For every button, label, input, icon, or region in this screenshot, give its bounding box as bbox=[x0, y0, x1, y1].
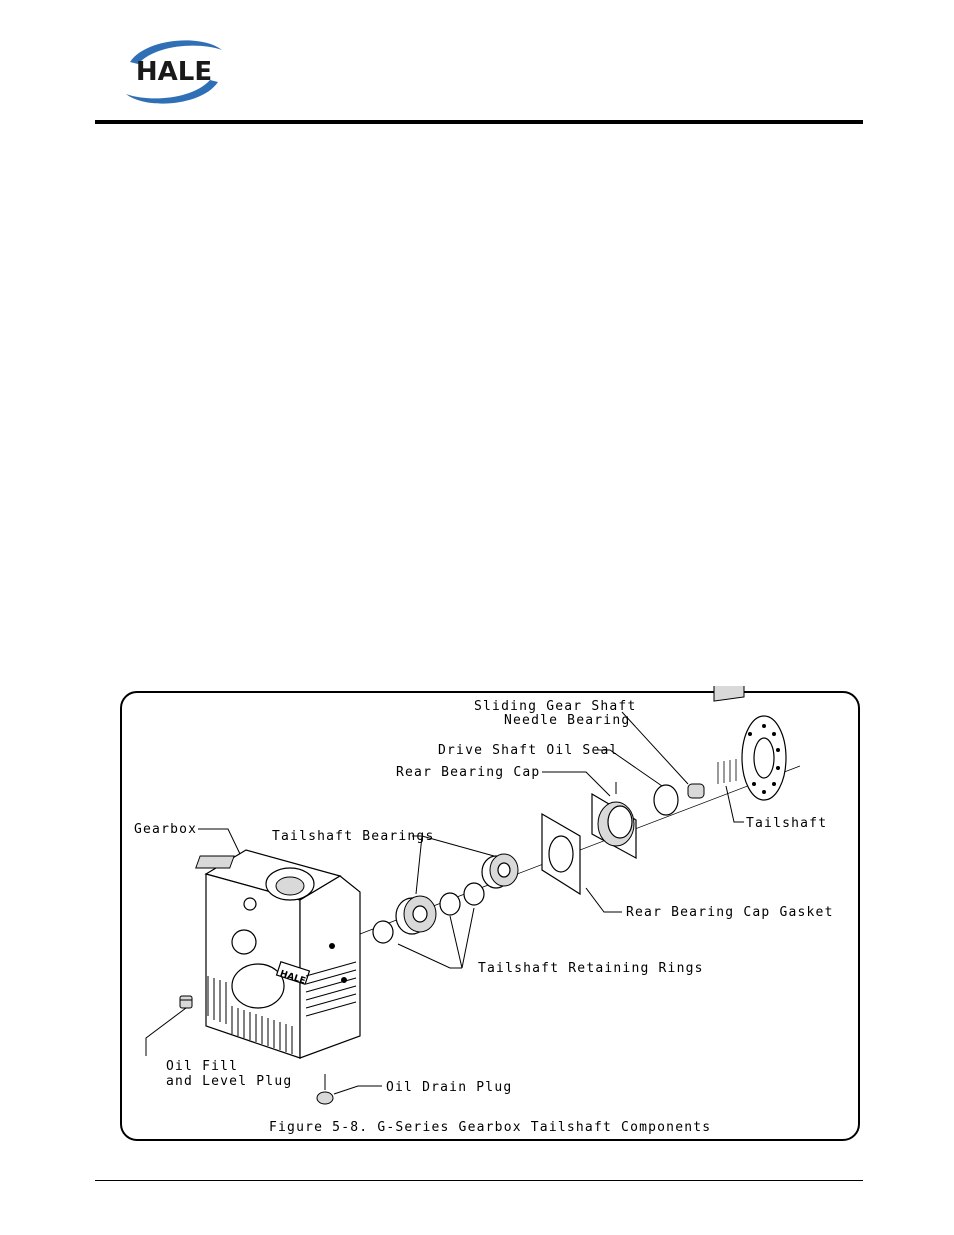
oil-fill-plug bbox=[179, 995, 193, 1009]
label-tailshaft-retaining-rings: Tailshaft Retaining Rings bbox=[478, 961, 704, 976]
leader-lines bbox=[145, 711, 744, 1095]
hale-logo-graphic: HALE bbox=[126, 40, 222, 104]
label-drive-shaft-oil-seal: Drive Shaft Oil Seal bbox=[438, 743, 619, 758]
label-oil-drain-plug: Oil Drain Plug bbox=[386, 1080, 512, 1095]
tailshaft bbox=[713, 686, 787, 801]
label-rear-bearing-cap-gasket: Rear Bearing Cap Gasket bbox=[626, 905, 834, 920]
logo-text: HALE bbox=[136, 57, 212, 87]
footer-rule bbox=[95, 1180, 863, 1181]
label-oil-fill-line2: and Level Plug bbox=[166, 1074, 292, 1089]
gearbox-housing: HALE bbox=[195, 849, 361, 1059]
drive-shaft-oil-seal bbox=[653, 784, 679, 816]
label-sliding-gear-line2: Needle Bearing bbox=[504, 713, 630, 728]
needle-bearing bbox=[687, 783, 705, 799]
figure-caption: Figure 5-8. G-Series Gearbox Tailshaft C… bbox=[269, 1120, 711, 1135]
figure-gearbox-tailshaft: HALE bbox=[110, 686, 862, 1144]
label-gearbox: Gearbox bbox=[134, 822, 197, 837]
rear-bearing-cap-gasket bbox=[541, 812, 581, 896]
tailshaft-bearings bbox=[395, 853, 519, 935]
figure-frame bbox=[120, 691, 860, 1141]
rear-bearing-cap bbox=[591, 782, 637, 860]
label-oil-fill-line1: Oil Fill bbox=[166, 1059, 238, 1074]
label-tailshaft: Tailshaft bbox=[746, 816, 827, 831]
label-sliding-gear-line1: Sliding Gear Shaft bbox=[474, 699, 636, 714]
label-rear-bearing-cap: Rear Bearing Cap bbox=[396, 765, 540, 780]
exploded-diagram: HALE bbox=[120, 686, 860, 1141]
hale-logo: HALE bbox=[116, 36, 232, 108]
header-rule bbox=[95, 120, 863, 124]
label-tailshaft-bearings: Tailshaft Bearings bbox=[272, 829, 434, 844]
retaining-rings bbox=[372, 882, 485, 944]
oil-drain-plug bbox=[316, 1074, 334, 1105]
